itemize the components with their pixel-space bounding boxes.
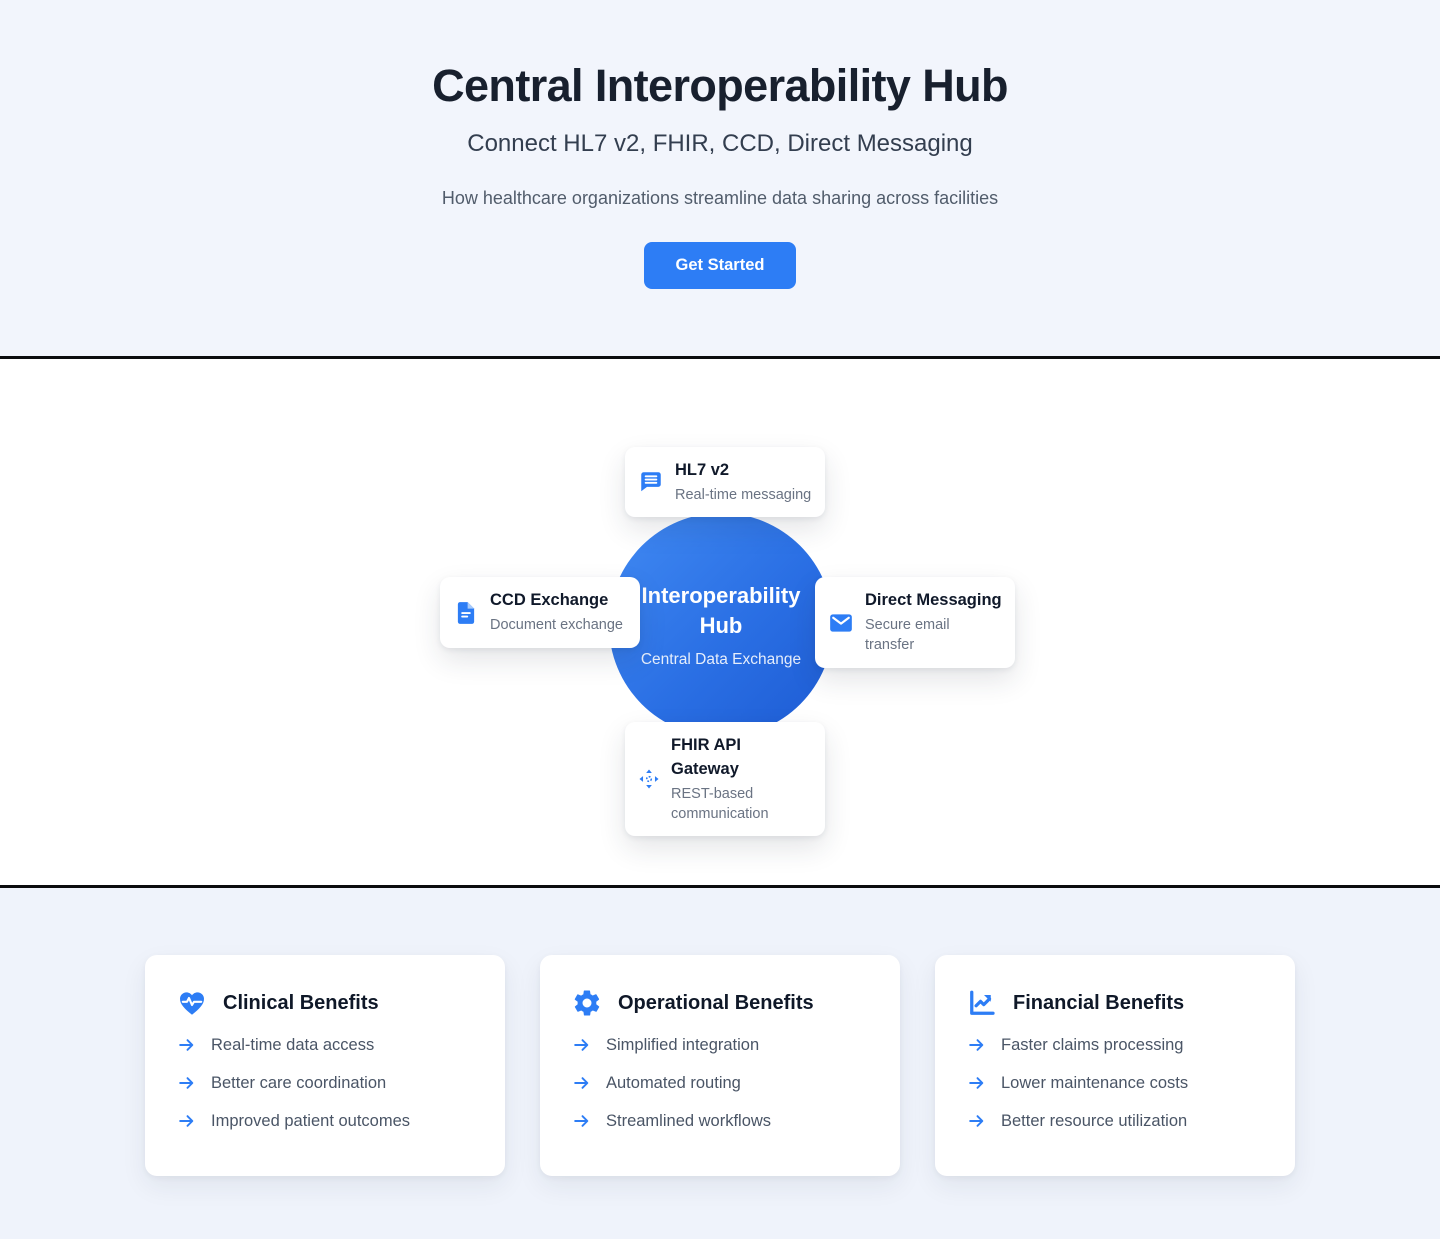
benefit-item: Simplified integration <box>572 1035 868 1055</box>
node-text: FHIR API Gateway REST-based communicatio… <box>671 734 812 824</box>
hub-circle: Interoperability Hub Central Data Exchan… <box>609 513 833 737</box>
page-description: How healthcare organizations streamline … <box>441 188 999 209</box>
move-icon <box>638 768 660 790</box>
node-title: HL7 v2 <box>675 461 730 479</box>
chart-icon <box>967 988 997 1018</box>
node-text: Direct Messaging Secure email transfer <box>865 589 1002 656</box>
benefit-title: Operational Benefits <box>618 991 814 1014</box>
hero-section: Central Interoperability Hub Connect HL7… <box>0 0 1440 356</box>
node-card-hl7v2: HL7 v2 Real-time messaging <box>625 447 825 518</box>
chat-icon <box>638 469 664 495</box>
arrow-right-icon <box>967 1111 987 1131</box>
benefit-item: Automated routing <box>572 1073 868 1093</box>
arrow-right-icon <box>572 1073 592 1093</box>
benefit-item: Streamlined workflows <box>572 1111 868 1131</box>
node-text: CCD Exchange Document exchange <box>490 589 623 635</box>
node-card-fhir: FHIR API Gateway REST-based communicatio… <box>625 722 825 837</box>
benefit-card-financial: Financial Benefits Faster claims process… <box>935 955 1295 1176</box>
benefit-item-label: Simplified integration <box>606 1035 760 1054</box>
benefit-item: Better care coordination <box>177 1073 473 1093</box>
node-text: HL7 v2 Real-time messaging <box>675 459 811 505</box>
arrow-right-icon <box>967 1073 987 1093</box>
benefits-section: Clinical Benefits Real-time data access … <box>0 888 1440 1239</box>
benefit-item-label: Real-time data access <box>211 1035 375 1054</box>
benefit-card-clinical: Clinical Benefits Real-time data access … <box>145 955 505 1176</box>
benefit-item-label: Streamlined workflows <box>606 1111 772 1130</box>
heart-pulse-icon <box>177 988 207 1018</box>
arrow-right-icon <box>572 1035 592 1055</box>
hub-subtitle: Central Data Exchange <box>640 650 802 668</box>
node-description: REST-based communication <box>671 785 769 823</box>
benefit-list: Real-time data access Better care coordi… <box>177 1035 473 1131</box>
document-icon <box>453 600 479 626</box>
node-description: Real-time messaging <box>675 486 812 503</box>
arrow-right-icon <box>572 1111 592 1131</box>
benefit-card-operational: Operational Benefits Simplified integrat… <box>540 955 900 1176</box>
benefit-item: Lower maintenance costs <box>967 1073 1263 1093</box>
node-card-ccd: CCD Exchange Document exchange <box>440 577 640 648</box>
diagram-section: Interoperability Hub Central Data Exchan… <box>0 356 1440 888</box>
arrow-right-icon <box>967 1035 987 1055</box>
node-title: CCD Exchange <box>490 591 609 610</box>
benefit-item: Better resource utilization <box>967 1111 1263 1131</box>
arrow-right-icon <box>177 1035 197 1055</box>
benefit-item-label: Better care coordination <box>211 1073 387 1092</box>
benefit-item-label: Improved patient outcomes <box>211 1111 411 1130</box>
node-description: Document exchange <box>490 617 623 634</box>
benefit-item-label: Automated routing <box>606 1073 741 1092</box>
benefit-item: Faster claims processing <box>967 1035 1263 1055</box>
benefit-header: Financial Benefits <box>967 988 1263 1018</box>
node-card-direct-messaging: Direct Messaging Secure email transfer <box>815 577 1015 668</box>
gear-icon <box>572 988 602 1018</box>
benefit-list: Simplified integration Automated routing… <box>572 1035 868 1131</box>
benefit-item-label: Faster claims processing <box>1001 1035 1184 1054</box>
benefits-row: Clinical Benefits Real-time data access … <box>145 888 1295 1176</box>
arrow-right-icon <box>177 1073 197 1093</box>
benefit-header: Clinical Benefits <box>177 988 473 1018</box>
get-started-button[interactable]: Get Started <box>643 242 797 290</box>
benefit-title: Financial Benefits <box>1013 991 1185 1014</box>
benefit-item: Real-time data access <box>177 1035 473 1055</box>
benefit-header: Operational Benefits <box>572 988 868 1018</box>
mail-icon <box>828 610 854 636</box>
benefit-item-label: Lower maintenance costs <box>1001 1073 1189 1092</box>
benefit-item-label: Better resource utilization <box>1001 1111 1188 1130</box>
arrow-right-icon <box>177 1111 197 1131</box>
node-title: FHIR API Gateway <box>671 736 741 778</box>
page-subtitle: Connect HL7 v2, FHIR, CCD, Direct Messag… <box>467 130 973 158</box>
node-description: Secure email transfer <box>865 617 950 654</box>
node-title: Direct Messaging <box>865 591 1002 610</box>
benefit-title: Clinical Benefits <box>223 991 379 1014</box>
benefit-list: Faster claims processing Lower maintenan… <box>967 1035 1263 1131</box>
hub-title: Interoperability Hub <box>641 583 801 638</box>
page-title: Central Interoperability Hub <box>432 60 1008 111</box>
benefit-item: Improved patient outcomes <box>177 1111 473 1131</box>
